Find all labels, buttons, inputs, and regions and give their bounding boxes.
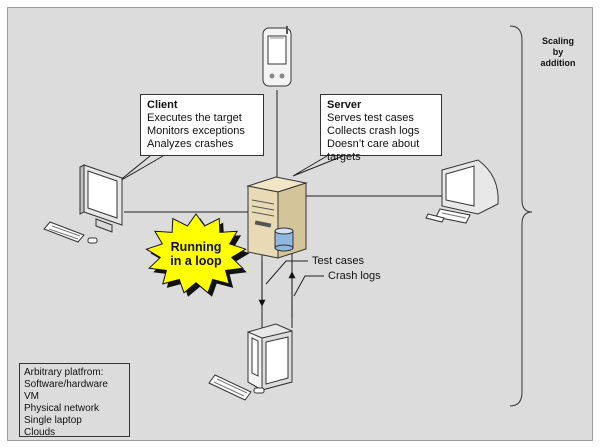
server-line-4: targets: [327, 151, 361, 163]
scaling-line-3: addition: [540, 58, 576, 68]
client-line-1: Executes the target: [147, 112, 242, 124]
scaling-label: Scaling by addition: [538, 36, 578, 69]
test-cases-label: Test cases: [312, 255, 364, 267]
loop-label: Running in a loop: [160, 240, 232, 268]
platform-item-network: Physical network: [24, 403, 100, 414]
server-title: Server: [327, 99, 362, 111]
platform-item-laptop: Single laptop: [24, 415, 82, 426]
client-title: Client: [147, 99, 178, 111]
scaling-brace: [509, 25, 533, 407]
database-icon: [274, 227, 294, 252]
crash-logs-label: Crash logs: [328, 270, 381, 282]
crash-logs-leader: [293, 275, 324, 297]
client-callout-leader: [117, 155, 164, 183]
client-callout: Client Executes the target Monitors exce…: [140, 94, 264, 156]
loop-burst: [145, 213, 250, 297]
server-line-2: Collects crash logs: [327, 125, 420, 137]
loop-label-line-2: in a loop: [170, 254, 222, 268]
scaling-line-1: Scaling: [541, 36, 574, 46]
platform-item-clouds: Clouds: [24, 427, 56, 438]
crt-monitor-icon: [208, 323, 293, 401]
imac-icon: [425, 159, 499, 224]
platform-item-vm: Software/hardware VM: [24, 379, 108, 402]
client-line-2: Monitors exceptions: [147, 125, 245, 137]
callout-leaders: [117, 155, 344, 297]
platform-title: Arbitrary platfrom:: [24, 367, 104, 378]
desktop-computer-icon: [43, 164, 123, 244]
server-callout: Server Serves test cases Collects crash …: [320, 94, 442, 163]
test-cases-leader: [265, 260, 308, 285]
server-line-1: Serves test cases: [327, 112, 414, 124]
server-line-3: Doesn’t care about: [327, 138, 420, 150]
client-line-3: Analyzes crashes: [147, 138, 234, 150]
pda-icon: [262, 26, 292, 87]
server-callout-leader: [292, 155, 344, 177]
scaling-line-2: by: [552, 47, 564, 57]
platform-box: Arbitrary platfrom: Software/hardware VM…: [19, 363, 130, 438]
loop-label-line-1: Running: [170, 240, 222, 254]
